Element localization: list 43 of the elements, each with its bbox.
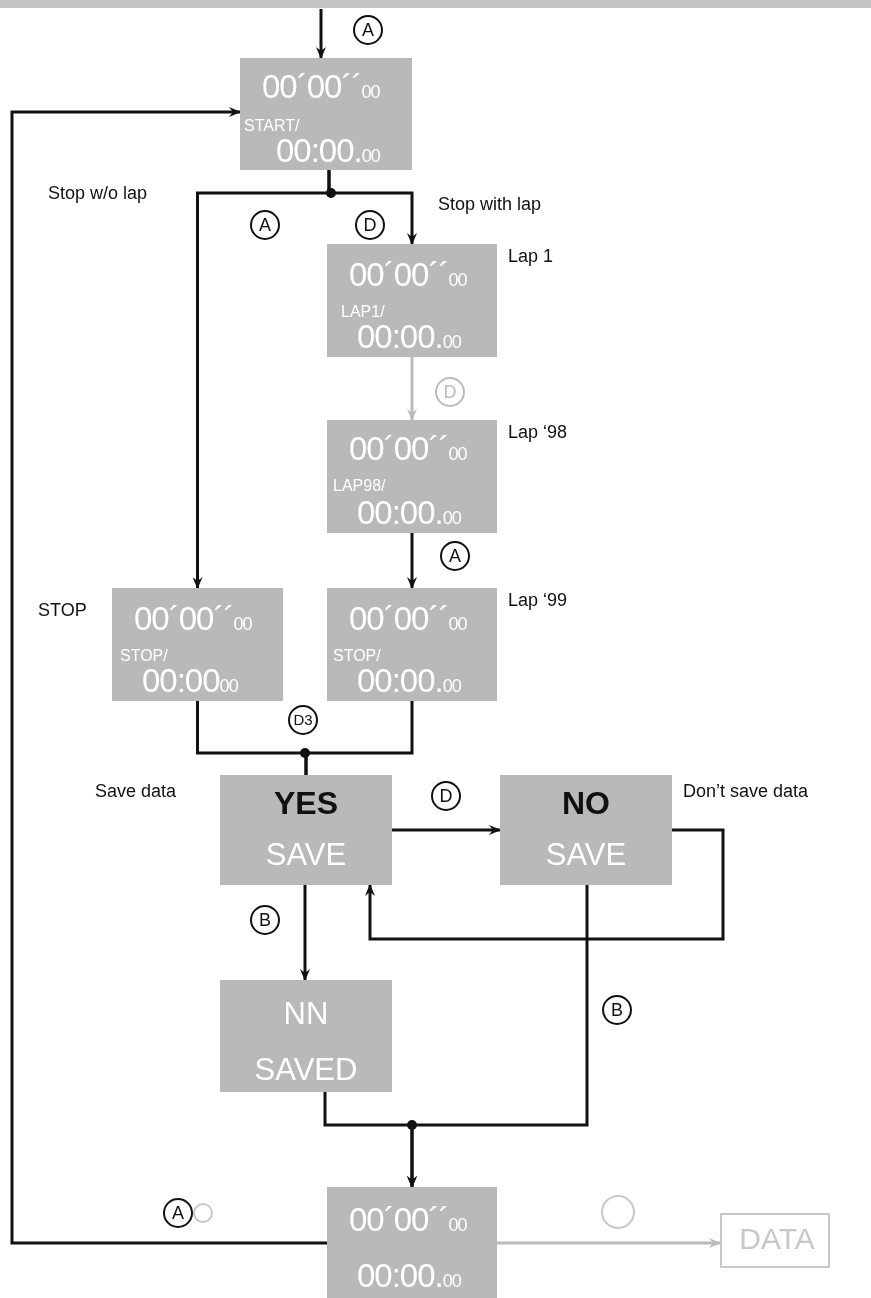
button-label: B <box>250 905 280 935</box>
button-label: A <box>250 210 280 240</box>
state-caption: Don’t save data <box>683 781 809 802</box>
button-label: A <box>440 541 470 571</box>
mode-label: START/ <box>244 118 300 134</box>
choice-label: YES <box>273 787 339 819</box>
edge-label: Stop w/o lap <box>48 183 148 204</box>
button-label: A <box>163 1198 193 1228</box>
mode-label: LAP98/ <box>333 478 386 494</box>
arrow <box>365 828 725 941</box>
state-caption: Lap 1 <box>508 246 554 267</box>
state-caption: Lap ‘98 <box>508 422 568 443</box>
status-label: SAVED <box>253 1054 359 1085</box>
button-label: A <box>353 15 383 45</box>
arrow <box>497 1238 721 1248</box>
button-label: D <box>435 377 465 407</box>
mode-label: STOP/ <box>120 648 168 664</box>
arrow <box>392 825 501 835</box>
display-screen <box>220 980 392 1092</box>
button-label: D3 <box>288 705 318 735</box>
button-label: B <box>602 995 632 1025</box>
arrow <box>316 9 326 59</box>
mode-label: STOP/ <box>333 648 381 664</box>
arrow <box>10 107 327 1245</box>
mode-label: LAP1/ <box>341 304 385 320</box>
display-screen <box>240 58 412 170</box>
status-label: SAVE <box>544 839 628 870</box>
data-box <box>720 1213 830 1268</box>
button-label: D <box>431 781 461 811</box>
choice-label: NO <box>561 787 611 819</box>
state-caption: STOP <box>38 600 87 621</box>
arrow <box>407 533 417 589</box>
arrow <box>300 885 310 981</box>
button-label: D <box>355 210 385 240</box>
arrow <box>407 357 417 421</box>
edge-label: Stop with lap <box>438 194 542 215</box>
arrow <box>407 885 589 1188</box>
state-caption: Save data <box>95 781 177 802</box>
status-label: NN <box>282 998 330 1029</box>
state-caption: Lap ‘99 <box>508 590 568 611</box>
arrow <box>327 170 417 245</box>
status-label: SAVE <box>264 839 348 870</box>
display-screen <box>327 1187 497 1298</box>
